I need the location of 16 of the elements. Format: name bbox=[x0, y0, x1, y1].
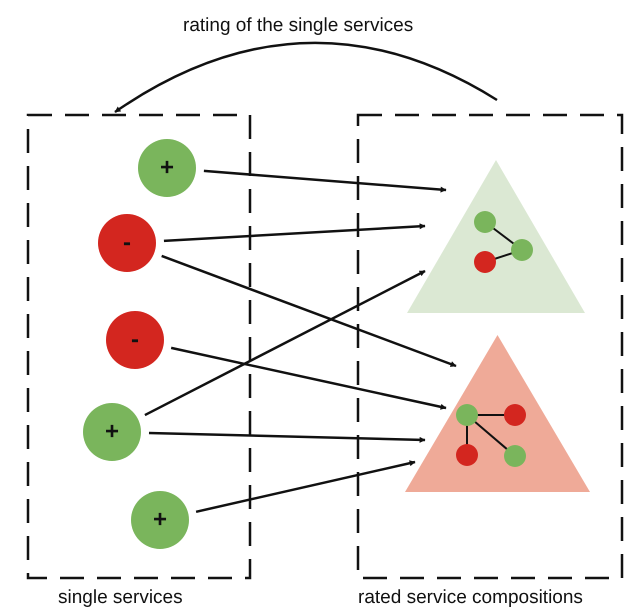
composition-triangle bbox=[407, 160, 585, 313]
arrow bbox=[164, 223, 426, 242]
service-sign: + bbox=[160, 156, 174, 180]
service-sign: + bbox=[104, 420, 119, 444]
arrow bbox=[196, 460, 416, 514]
arrow bbox=[161, 254, 457, 368]
service-sign: - bbox=[131, 328, 139, 352]
arrow bbox=[144, 270, 426, 416]
service-sign: + bbox=[152, 508, 167, 532]
group-label: rated service compositions bbox=[358, 586, 583, 609]
arrow bbox=[170, 346, 447, 410]
arrow bbox=[148, 432, 426, 443]
arrow bbox=[204, 170, 447, 193]
arrow bbox=[114, 42, 498, 114]
service-sign: - bbox=[123, 231, 131, 255]
group-label: single services bbox=[58, 586, 183, 609]
